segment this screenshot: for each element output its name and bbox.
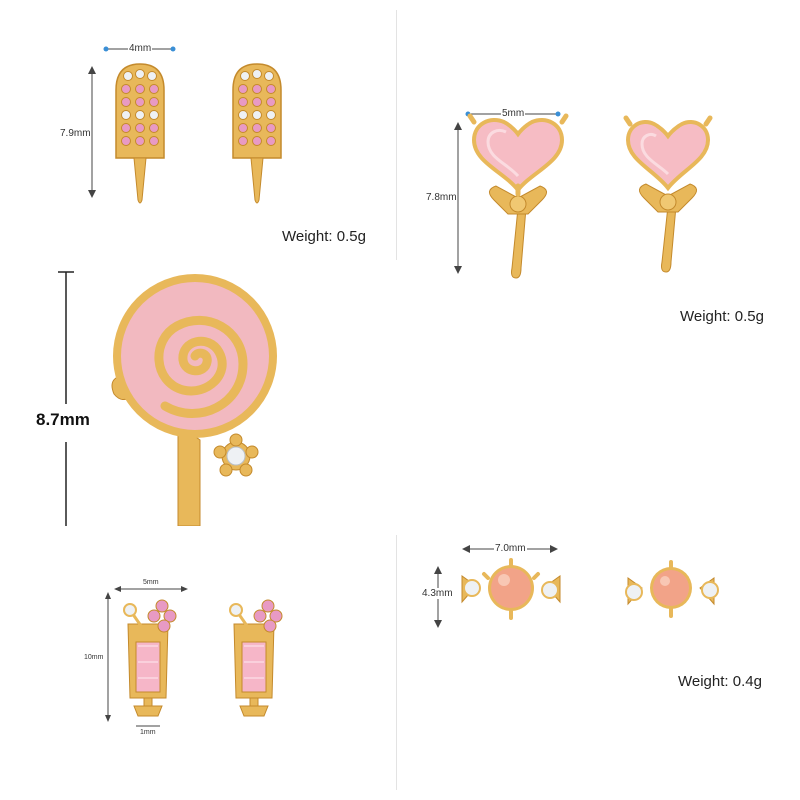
cocktail-earring-left	[123, 599, 177, 717]
heart-height-label: 7.8mm	[426, 192, 457, 203]
heart-earring-panel: 5mm 7.8mm Weight: 0.5g	[400, 0, 800, 400]
cocktail-base-label: 1mm	[140, 729, 156, 736]
cocktail-earring-image	[105, 586, 283, 727]
lollipop-height-label: 8.7mm	[36, 410, 90, 429]
cocktail-earring-right	[229, 599, 283, 717]
popsicle-earring-left	[115, 63, 165, 204]
heart-weight-label: Weight: 0.5g	[680, 308, 764, 325]
popsicle-earring-image	[88, 46, 282, 204]
heart-width-label: 5mm	[501, 108, 526, 119]
panel-divider-vertical	[396, 10, 397, 260]
candy-height-label: 4.3mm	[422, 588, 453, 599]
candy-earring-right	[625, 560, 719, 618]
popsicle-width-label: 4mm	[128, 43, 153, 54]
popsicle-weight-label: Weight: 0.5g	[282, 228, 366, 245]
popsicle-earring-panel: 4mm 7.9mm Weight: 0.5g	[0, 0, 396, 262]
candy-earring-left	[461, 558, 561, 620]
lollipop-earring-panel: 8.7mm	[0, 264, 396, 526]
candy-width-label: 7.0mm	[494, 543, 527, 554]
candy-earring-image	[434, 545, 719, 628]
lollipop-earring-closeup	[111, 274, 277, 526]
panel-divider-vertical	[396, 535, 397, 790]
popsicle-height-label: 7.9mm	[60, 128, 91, 139]
heart-earring-left	[467, 113, 569, 279]
cocktail-width-label: 5mm	[143, 579, 159, 586]
lollipop-earring-image	[58, 271, 277, 526]
candy-earring-panel: 7.0mm 4.3mm Weight: 0.4g	[400, 408, 800, 698]
heart-earring-image	[454, 111, 713, 279]
popsicle-earring-right	[232, 63, 282, 204]
candy-weight-label: Weight: 0.4g	[678, 673, 762, 690]
cocktail-earring-panel: 5mm 10mm 1mm	[0, 536, 396, 790]
heart-earring-right	[623, 115, 713, 273]
cocktail-height-label: 10mm	[84, 654, 104, 661]
